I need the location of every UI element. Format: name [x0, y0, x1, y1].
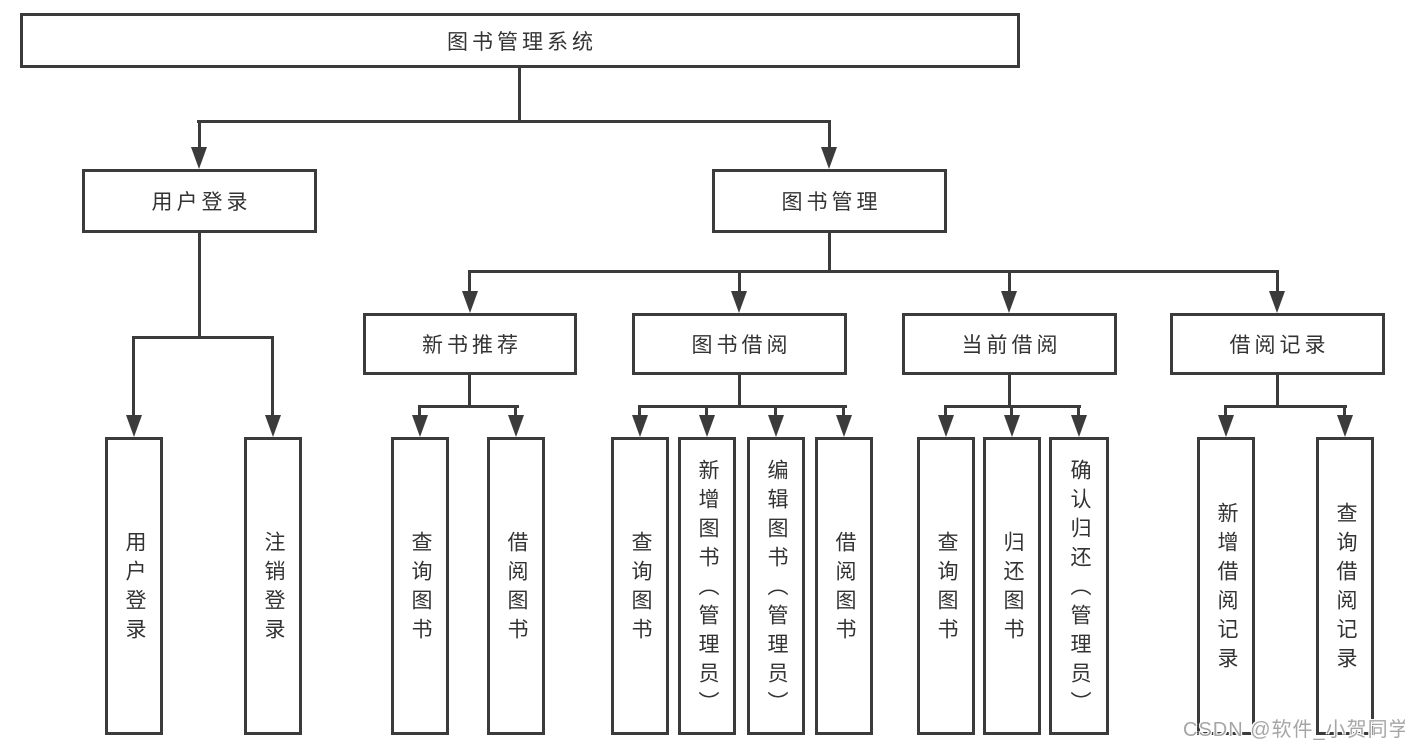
node-library-management-system: 图书管理系统	[20, 13, 1020, 68]
arrow-down-icon	[1337, 415, 1353, 437]
node-label: 用户登录	[151, 191, 252, 214]
connector-line	[198, 233, 201, 339]
leaf-user-login: 用户登录	[105, 437, 163, 735]
connector-line	[1224, 405, 1347, 408]
leaf-query-books-current: 查询图书	[917, 437, 975, 735]
node-label: 新书推荐	[422, 334, 522, 357]
connector-line	[1276, 375, 1279, 407]
arrow-down-icon	[191, 147, 207, 169]
leaf-query-books-recommend: 查询图书	[391, 437, 449, 735]
arrow-down-icon	[412, 415, 428, 437]
connector-line	[468, 270, 471, 306]
connector-line	[197, 120, 831, 123]
connector-line	[828, 120, 831, 162]
leaf-return-books: 归还图书	[983, 437, 1041, 735]
leaf-logout: 注销登录	[244, 437, 302, 735]
leaf-borrow-books-recommend: 借阅图书	[487, 437, 545, 735]
node-book-borrowing: 图书借阅	[632, 313, 847, 375]
leaf-borrow-books-borrowing: 借阅图书	[815, 437, 873, 735]
leaf-add-borrow-record: 新增借阅记录	[1197, 437, 1255, 735]
node-label: 查询图书	[629, 531, 652, 647]
arrow-down-icon	[632, 415, 648, 437]
arrow-down-icon	[731, 291, 747, 313]
node-label: 借阅图书	[833, 531, 856, 647]
watermark: CSDN @软件_小贺同学	[1183, 719, 1405, 741]
connector-line	[468, 375, 471, 407]
leaf-edit-books-admin: 编辑图书（管理员）	[747, 437, 805, 735]
node-label: 查询图书	[935, 531, 958, 647]
node-label: 图书管理	[781, 191, 882, 214]
node-label: 用户登录	[123, 531, 146, 647]
leaf-query-books-borrowing: 查询图书	[611, 437, 669, 735]
connector-line	[468, 270, 1279, 273]
node-label: 借阅图书	[505, 531, 528, 647]
leaf-query-borrow-record: 查询借阅记录	[1316, 437, 1374, 735]
node-label: 新增图书（管理员）	[696, 458, 719, 720]
arrow-down-icon	[1071, 415, 1087, 437]
node-user-login: 用户登录	[82, 169, 317, 233]
node-new-book-recommendation: 新书推荐	[363, 313, 577, 375]
connector-line	[132, 336, 274, 339]
connector-line	[132, 336, 135, 430]
leaf-confirm-return-admin: 确认归还（管理员）	[1049, 437, 1109, 735]
arrow-down-icon	[699, 415, 715, 437]
connector-line	[418, 405, 519, 408]
node-label: 查询借阅记录	[1334, 502, 1357, 676]
arrow-down-icon	[938, 415, 954, 437]
connector-line	[1276, 270, 1279, 306]
node-label: 当前借阅	[961, 334, 1062, 357]
node-current-borrowing: 当前借阅	[902, 313, 1117, 375]
arrow-down-icon	[836, 415, 852, 437]
node-label: 新增借阅记录	[1215, 502, 1238, 676]
connector-line	[638, 405, 847, 408]
arrow-down-icon	[1218, 415, 1234, 437]
arrow-down-icon	[821, 147, 837, 169]
node-borrowing-records: 借阅记录	[1170, 313, 1385, 375]
arrow-down-icon	[768, 415, 784, 437]
arrow-down-icon	[1001, 291, 1017, 313]
arrow-down-icon	[508, 415, 524, 437]
connector-line	[738, 375, 741, 407]
node-label: 归还图书	[1001, 531, 1024, 647]
node-book-management: 图书管理	[712, 169, 947, 233]
connector-line	[518, 68, 521, 121]
node-label: 确认归还（管理员）	[1068, 458, 1091, 720]
node-label: 查询图书	[409, 531, 432, 647]
arrow-down-icon	[1004, 415, 1020, 437]
connector-line	[1008, 270, 1011, 306]
connector-line	[738, 270, 741, 306]
connector-line	[198, 120, 201, 162]
connector-line	[1008, 375, 1011, 407]
node-label: 编辑图书（管理员）	[765, 458, 788, 720]
node-label: 借阅记录	[1229, 334, 1330, 357]
leaf-add-books-admin: 新增图书（管理员）	[678, 437, 736, 735]
node-label: 图书管理系统	[447, 30, 597, 54]
arrow-down-icon	[126, 415, 142, 437]
node-label: 注销登录	[262, 531, 285, 647]
connector-line	[271, 336, 274, 430]
node-label: 图书借阅	[691, 334, 792, 357]
arrow-down-icon	[265, 415, 281, 437]
arrow-down-icon	[462, 291, 478, 313]
connector-line	[828, 233, 831, 273]
arrow-down-icon	[1269, 291, 1285, 313]
